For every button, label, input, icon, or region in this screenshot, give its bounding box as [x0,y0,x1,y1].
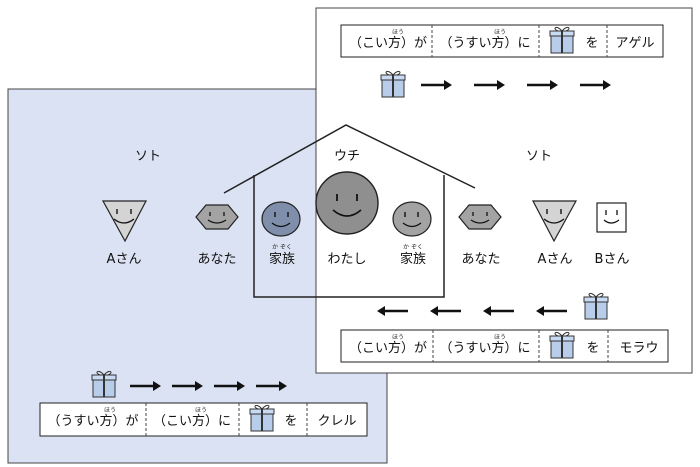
soto-label-right: ソト [526,149,552,164]
kureru-verb: クレル [317,414,356,429]
a-san-right-name: Aさん [538,252,573,267]
ageru-part1: （こい方）が [349,35,427,51]
anata-left-face [195,204,239,230]
morau-part2: （うすい方）に [439,340,530,356]
a-san-right-face [532,200,578,243]
gift-box-icon [549,26,575,54]
b-san-face [596,202,627,233]
house-outline [223,124,476,298]
kureru-part2: （こい方）に [153,413,231,429]
ageru-particle: を [585,36,598,51]
uchi-label: ウチ [334,149,360,164]
gift-box-icon [380,70,406,98]
anata-right-face [458,204,502,230]
a-san-left-name: Aさん [107,252,142,267]
morau-part2-ruby: ほう [494,334,506,341]
morau-verb: モラウ [619,341,658,356]
gift-box-icon [583,292,609,320]
kazoku-left-name: 家族 [269,251,295,267]
morau-sentence-box: ほう （こい方）が ほう （うすい方）に を モラウ [340,329,669,363]
kureru-part2-ruby: ほう [195,407,207,414]
kazoku-right-name: 家族 [400,251,426,267]
gift-box-icon [91,370,117,398]
kazoku-right-face [392,201,432,237]
watashi-face [315,171,379,235]
a-san-left-face [101,200,147,243]
ageru-verb: アゲル [615,36,654,51]
kureru-part1-ruby: ほう [104,407,116,414]
gift-box-icon [249,404,275,432]
gift-box-icon [549,331,575,359]
watashi-name: わたし [327,252,366,267]
kazoku-right-ruby: か ぞく [403,244,423,251]
ageru-sentence-box: ほう （こい方）が ほう （うすい方）に を アゲル [340,24,664,58]
ageru-part2-ruby: ほう [494,29,506,36]
ageru-part2: （うすい方）に [439,35,530,51]
ageru-part1-ruby: ほう [392,29,404,36]
morau-part1: （こい方）が [349,340,427,356]
b-san-name: Bさん [595,252,630,267]
morau-particle: を [586,341,599,356]
kureru-part1: （うすい方）が [47,413,138,429]
morau-part1-ruby: ほう [392,334,404,341]
kureru-sentence-box: ほう （うすい方）が ほう （こい方）に を クレル [39,402,368,437]
anata-right-name: あなた [461,252,500,267]
kureru-particle: を [284,414,297,429]
kazoku-left-face [261,201,301,237]
kazoku-left-ruby: か ぞく [272,244,292,251]
anata-left-name: あなた [197,252,236,267]
soto-label-left: ソト [135,149,161,164]
